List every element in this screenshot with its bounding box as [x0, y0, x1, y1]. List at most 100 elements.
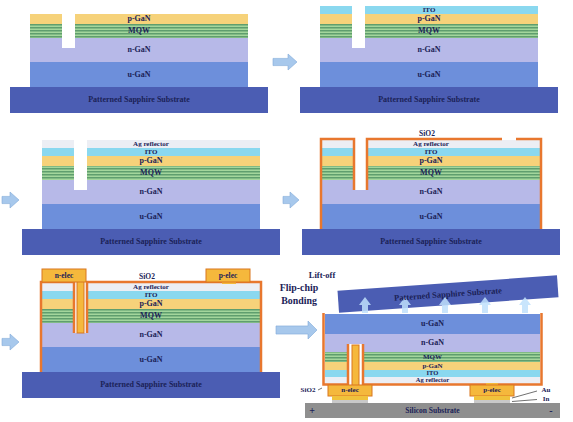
layer-box: MQW: [30, 24, 248, 38]
layer-box: p-GaN: [42, 299, 260, 309]
layer-label: Ag reflector: [133, 284, 169, 291]
process-arrow: [276, 321, 317, 339]
layer-label: ITO: [423, 7, 436, 14]
layer-box: Silicon Substrate: [305, 403, 560, 418]
process-arrow: [2, 334, 19, 350]
layer-label: n-GaN: [139, 188, 162, 196]
layer-label: p-GaN: [139, 157, 162, 165]
layer-label: p-GaN: [422, 363, 442, 370]
layer-label: p-GaN: [139, 300, 162, 308]
layer-label: MQW: [420, 169, 442, 177]
layer-box: u-GaN: [42, 204, 260, 229]
layer-label: n-GaN: [419, 188, 442, 196]
layer-band: [300, 87, 558, 113]
mesa-trench: [74, 139, 87, 190]
layer-box: Patterned Sapphire Substrate: [22, 229, 280, 255]
layer-box: n-GaN: [42, 180, 260, 204]
label-holder: Lift-off: [300, 270, 344, 281]
n-electrode-pad: [42, 269, 86, 282]
layer-box: Ag reflector: [325, 377, 540, 384]
p-electrode-pad: [206, 269, 250, 282]
layer-label: u-GaN: [139, 213, 162, 221]
layer-box: MQW: [325, 352, 540, 362]
label-holder: In: [538, 395, 554, 403]
layer-box: n-GaN: [42, 323, 260, 347]
layer-box: Ag reflector: [322, 140, 540, 148]
layer-label: u-GaN: [139, 356, 162, 364]
sio2-passivation: [321, 139, 541, 229]
layer-box: Ag reflector: [42, 140, 260, 148]
layer-label: p-GaN: [419, 157, 442, 165]
label-holder: Flip-chip Bonding: [266, 280, 332, 310]
annotation-label: -: [549, 406, 552, 416]
layer-label: Patterned Sapphire Substrate: [100, 238, 202, 246]
layer-box: ITO: [42, 291, 260, 299]
annotation-label: SiO2: [301, 387, 316, 394]
layer-box: n-GaN: [30, 38, 248, 62]
layer-label: Patterned Sapphire Substrate: [380, 238, 482, 246]
mesa-trench: [352, 5, 365, 48]
layer-label: n-GaN: [127, 46, 150, 54]
layer-label: p-GaN: [417, 15, 440, 23]
layer-label: n-elec: [55, 272, 74, 280]
layer-label: p-GaN: [127, 15, 150, 23]
layer-band: [302, 229, 560, 255]
label-holder: SiO2: [298, 386, 318, 395]
laser-lift-off-beam: [359, 297, 371, 313]
layer-box: MQW: [42, 166, 260, 180]
layer-label: n-elec: [341, 387, 359, 394]
layer-box: p-GaN: [325, 362, 540, 370]
label-holder: -: [546, 404, 556, 417]
annotation-label: Lift-off: [309, 271, 335, 280]
leader-line: [512, 400, 537, 402]
layer-label: Ag reflector: [133, 141, 169, 148]
layer-band: [30, 62, 248, 87]
mesa-trench: [354, 139, 367, 190]
layer-box: n-GaN: [322, 180, 540, 204]
leader-line: [318, 388, 322, 390]
layer-label: n-GaN: [417, 46, 440, 54]
layer-box: Patterned Sapphire Substrate: [10, 87, 268, 113]
layer-label: Patterned Sapphire Substrate: [88, 96, 190, 104]
layer-box: n-GaN: [320, 38, 538, 62]
layer-label: p-elec: [219, 272, 238, 280]
process-arrow: [2, 192, 19, 208]
layer-band: [42, 347, 260, 372]
layer-label: SiO2: [139, 273, 155, 281]
layer-box: p-GaN: [30, 14, 248, 24]
layer-box: u-GaN: [322, 204, 540, 229]
layer-band: [22, 229, 280, 255]
p-electrode-pad: [470, 385, 514, 396]
layer-box: SiO2: [382, 129, 472, 138]
layer-box: Ag reflector: [42, 283, 260, 291]
layer-band: [42, 204, 260, 229]
au-bump: [474, 396, 510, 400]
layer-band: [322, 204, 540, 229]
laser-lift-off-beam: [519, 297, 531, 313]
layer-box: MQW: [322, 166, 540, 180]
leader-line: [512, 391, 537, 398]
layer-label: n-GaN: [139, 331, 162, 339]
layer-label: n-GaN: [421, 339, 444, 347]
layer-box: MQW: [320, 24, 538, 38]
layer-box: ITO: [322, 148, 540, 156]
layer-label: ITO: [145, 149, 158, 156]
annotation-label: +: [309, 406, 315, 416]
label-holder: +: [307, 404, 317, 417]
layer-label: MQW: [140, 169, 162, 177]
layer-box: p-GaN: [320, 14, 538, 24]
layer-band: [10, 87, 268, 113]
layer-box: Patterned Sapphire Substrate: [22, 372, 280, 398]
layer-box: ITO: [42, 148, 260, 156]
n-electrode-via: [77, 277, 84, 333]
layer-box: n-elec: [42, 269, 86, 282]
layer-band: [325, 314, 540, 334]
annotation-label: In: [543, 396, 550, 403]
n-electrode-via: [352, 345, 359, 386]
mesa-trench: [62, 13, 75, 48]
sio2-passivation: [41, 282, 261, 372]
layer-box: u-GaN: [320, 62, 538, 87]
layer-box: p-elec: [470, 385, 514, 396]
layer-label: ITO: [425, 149, 438, 156]
